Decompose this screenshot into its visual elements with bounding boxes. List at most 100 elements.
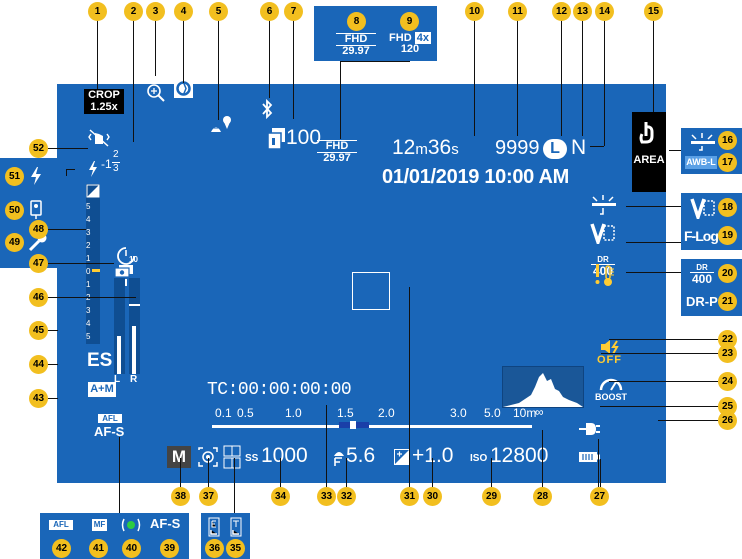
callout-29: 29 <box>482 487 501 506</box>
callout-35: 35 <box>226 539 245 558</box>
shutter-type-icon <box>223 445 241 469</box>
bluetooth-icon <box>260 98 274 120</box>
callout-38: 38 <box>171 487 190 506</box>
inset-mf-badge: MF <box>92 519 107 531</box>
inset-film-icon <box>690 197 716 219</box>
audio-r-peak <box>129 304 140 306</box>
audio-l-bg <box>114 278 125 374</box>
callout-3: 3 <box>146 2 165 21</box>
exposure-indicator: 5 4 3 2 1 0 1 2 3 4 5 <box>86 184 100 344</box>
callout-21: 21 <box>718 292 737 311</box>
callout-36: 36 <box>205 539 224 558</box>
frames-video-value: 100 <box>286 126 322 149</box>
sound-off-label: OFF <box>597 354 622 366</box>
recording-time: 12m36s <box>392 136 459 160</box>
focus-point <box>350 421 356 429</box>
boost-label: BOOST <box>595 392 628 402</box>
callout-32: 32 <box>337 487 356 506</box>
camera-shake-warning-icon <box>87 128 111 148</box>
distance-tick-6: 5.0 <box>484 406 501 420</box>
distance-tick-4: 2.0 <box>378 406 395 420</box>
iso-sensitivity: ISO 12800 <box>470 444 580 470</box>
callout-17: 17 <box>718 153 737 172</box>
callout-1: 1 <box>88 2 107 21</box>
crop-factor: 1.25x <box>90 101 118 113</box>
distance-tick-7: 10m <box>513 406 537 420</box>
callout-46: 46 <box>29 288 48 307</box>
inset-fhd4x-rate: 120 <box>400 43 420 55</box>
dr-label: DR <box>591 255 615 265</box>
callout-16: 16 <box>718 131 737 150</box>
callout-11: 11 <box>508 2 527 21</box>
audio-l-label: L <box>114 374 121 385</box>
exp-scale-3n: 3 <box>86 306 91 315</box>
callout-50: 50 <box>5 201 24 220</box>
callout-2: 2 <box>124 2 143 21</box>
callout-47: 47 <box>29 254 48 273</box>
digital-zoom-icon <box>145 82 167 104</box>
white-balance-icon <box>589 191 619 215</box>
callout-45: 45 <box>29 321 48 340</box>
inset-flog-label: F-Log <box>684 228 719 244</box>
inset-fhd-29: FHD 29.97 <box>336 33 376 57</box>
inset-fhd-4x: FHD 4x 120 <box>388 32 432 55</box>
power-supply-icon <box>577 421 601 437</box>
inset-dr-badge: DR 400 <box>690 263 714 285</box>
movie-mode-rate: 29.97 <box>323 152 351 164</box>
callout-49: 49 <box>5 233 24 252</box>
audio-r-label: R <box>130 374 138 385</box>
movie-mode-fhd: FHD <box>317 140 357 153</box>
iso-label: ISO <box>470 453 488 464</box>
distance-indicator: 0.1 0.5 1.0 1.5 2.0 3.0 5.0 10m ∞ <box>207 405 547 434</box>
exp-scale-1p: 1 <box>86 254 91 263</box>
inset-drp-label: DR-P <box>686 294 718 309</box>
callout-41: 41 <box>89 539 108 558</box>
timecode: TC:00:00:00:00 <box>207 380 352 400</box>
iso-value: 12800 <box>490 444 549 467</box>
exp-scale-3p: 3 <box>86 228 91 237</box>
callout-34: 34 <box>271 487 290 506</box>
distance-tick-0: 0.1 <box>215 406 232 420</box>
callout-40: 40 <box>122 539 141 558</box>
rec-s: s <box>451 141 459 158</box>
callout-12: 12 <box>552 2 571 21</box>
inset-fhd-rate: 29.97 <box>342 45 370 57</box>
ec-small-den: 3 <box>113 163 119 174</box>
callout-24: 24 <box>718 372 737 391</box>
exposure-compensation: +1.0 <box>394 444 474 470</box>
inset-4x-badge: 4x <box>414 32 431 44</box>
callout-43: 43 <box>29 389 48 408</box>
image-quality: N <box>571 136 587 159</box>
crop-label: CROP <box>88 89 120 101</box>
frames-remaining: 9999 <box>495 137 540 159</box>
audio-level-meter: L R <box>109 276 149 386</box>
exp-scale-4p: 4 <box>86 215 91 224</box>
audio-l-level <box>117 336 121 374</box>
touch-area-label: AREA <box>633 154 665 166</box>
inset-afs-label: AF-S <box>150 516 181 531</box>
location-data-icon <box>208 114 234 136</box>
temperature-warning-icon <box>593 261 617 289</box>
inset-fhd-label: FHD <box>336 33 376 46</box>
flash-icon <box>87 160 99 178</box>
self-timer-value: 10 <box>129 255 138 264</box>
ec-small-num: 2 <box>113 149 119 160</box>
callout-42: 42 <box>52 539 71 558</box>
crop-badge: CROP 1.25x <box>84 89 124 114</box>
callout-6: 6 <box>260 2 279 21</box>
inset-remote-icon <box>30 200 42 220</box>
exp-scale-4n: 4 <box>86 319 91 328</box>
callout-4: 4 <box>174 2 193 21</box>
inset-dr-label: DR <box>690 263 714 273</box>
callout-5: 5 <box>209 2 228 21</box>
callout-9: 9 <box>400 12 419 31</box>
distance-tick-5: 3.0 <box>450 406 467 420</box>
callout-33: 33 <box>317 487 336 506</box>
film-simulation-icon <box>590 222 616 244</box>
inset-flash-icon <box>29 166 43 186</box>
focus-frame[interactable] <box>352 272 390 310</box>
inset-fhd4x-label: FHD <box>389 32 412 44</box>
shutter-speed-prefix: SS <box>245 453 259 464</box>
touch-area-button[interactable]: AREA <box>632 112 666 192</box>
callout-37: 37 <box>199 487 218 506</box>
